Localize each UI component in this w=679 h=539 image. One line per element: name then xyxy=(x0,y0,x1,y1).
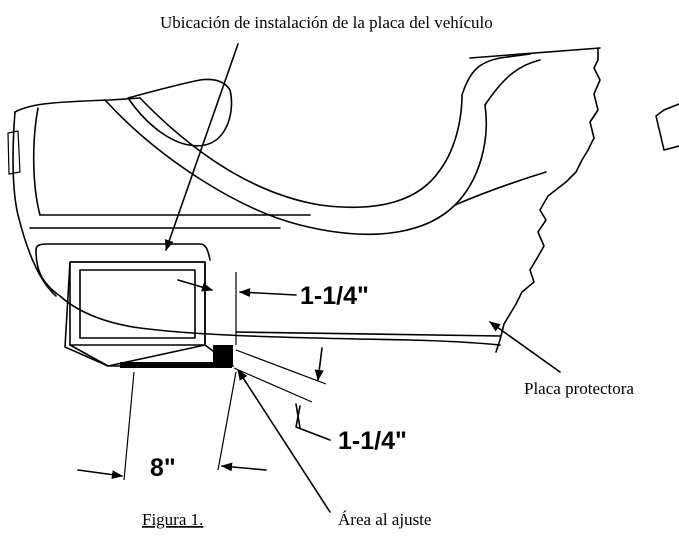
body-cut-edge xyxy=(59,47,601,353)
adjust-corner xyxy=(213,345,233,366)
area-leader xyxy=(237,369,331,513)
dim-lower-lines xyxy=(233,347,331,441)
dim-upper-lines xyxy=(177,272,297,345)
area-label: Área al ajuste xyxy=(338,510,431,529)
protector-leader xyxy=(489,321,561,373)
dim-width-label: 8" xyxy=(150,454,176,482)
license-plate xyxy=(64,261,234,368)
right-edge-partial xyxy=(655,103,679,151)
protector-label: Placa protectora xyxy=(524,379,634,398)
dim-width-lines xyxy=(77,371,267,481)
dim-upper-label: 1-1/4" xyxy=(300,282,369,310)
bumper-outline xyxy=(7,97,311,297)
title-label: Ubicación de instalación de la placa del… xyxy=(160,13,493,32)
title-leader xyxy=(165,43,239,252)
protector-band xyxy=(235,331,501,337)
side-grille xyxy=(7,130,21,175)
wheel-arch xyxy=(104,47,601,235)
dim-lower-label: 1-1/4" xyxy=(338,427,407,455)
figure-caption: Figura 1. xyxy=(142,510,203,529)
